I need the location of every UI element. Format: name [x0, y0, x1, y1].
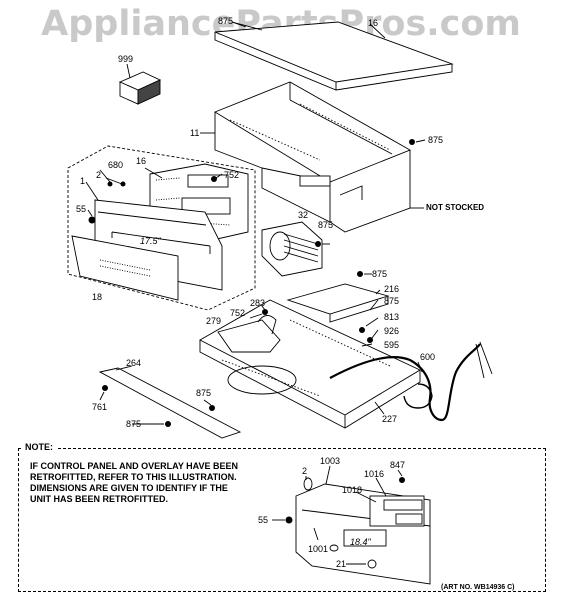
label-875-top: 875 — [218, 16, 234, 26]
note-label-847: 847 — [390, 460, 406, 470]
note-line: IF CONTROL PANEL AND OVERLAY HAVE BEEN — [30, 461, 239, 471]
dimension-17-5: 17.5" — [140, 236, 161, 246]
note-label-1001: 1001 — [308, 544, 329, 554]
note-label-2: 2 — [302, 466, 308, 476]
note-label-55: 55 — [258, 515, 269, 525]
label-264: 264 — [126, 358, 142, 368]
note-text: IF CONTROL PANEL AND OVERLAY HAVE BEEN R… — [30, 461, 280, 505]
label-595: 595 — [384, 340, 400, 350]
label-680: 680 — [108, 160, 124, 170]
overlay-part — [71, 235, 179, 301]
label-11: 11 — [190, 128, 200, 138]
label-999: 999 — [118, 54, 134, 64]
label-761: 761 — [92, 402, 108, 412]
label-55: 55 — [76, 204, 87, 214]
label-875-bottom-left: 875 — [196, 388, 212, 398]
label-279: 279 — [206, 316, 222, 326]
label-875-bottom: 875 — [126, 419, 142, 429]
note-box — [18, 448, 546, 592]
bracket-part — [286, 283, 390, 315]
front-trim-part — [98, 367, 242, 439]
note-line: DIMENSIONS ARE GIVEN TO IDENTIFY IF THE — [30, 483, 228, 493]
note-label-1003: 1003 — [320, 456, 341, 466]
label-1: 1 — [80, 176, 86, 186]
package-box-part — [118, 63, 162, 105]
label-875-mid: 875 — [318, 220, 334, 230]
label-875-right-1: 875 — [428, 135, 444, 145]
label-16: 16 — [136, 156, 147, 166]
label-875-right-2: 875 — [372, 269, 388, 279]
label-875-right-3: 875 — [384, 296, 400, 306]
control-assembly-outline — [67, 145, 256, 311]
air-duct-part — [217, 319, 281, 353]
art-number: (ART NO. WB14936 C) — [441, 584, 515, 591]
note-label-1016: 1016 — [364, 469, 385, 479]
top-cover-part — [214, 21, 454, 83]
note-label-21: 21 — [336, 559, 347, 569]
label-not-stocked: NOT STOCKED — [426, 203, 485, 212]
label-18: 18 — [92, 292, 103, 302]
cooling-fan-part — [261, 221, 323, 277]
label-752-b: 752 — [230, 308, 246, 318]
oven-body-part — [200, 81, 412, 233]
label-813: 813 — [384, 312, 400, 322]
label-32: 32 — [298, 210, 309, 220]
note-title: NOTE: — [22, 442, 56, 452]
label-16-top: 16 — [368, 18, 379, 28]
note-dimension-18-4: 18.4" — [350, 537, 371, 547]
note-line: RETROFITTED, REFER TO THIS ILLUSTRATION. — [30, 472, 237, 482]
note-line: UNIT HAS BEEN RETROFITTED. — [30, 494, 169, 504]
label-926: 926 — [384, 326, 400, 336]
label-752-a: 752 — [224, 170, 240, 180]
label-227: 227 — [382, 414, 398, 424]
label-2: 2 — [96, 170, 102, 180]
retrofit-control-panel-part — [295, 477, 431, 585]
label-216: 216 — [384, 284, 400, 294]
note-label-1018: 1018 — [342, 485, 363, 495]
label-600: 600 — [420, 352, 436, 362]
label-283: 283 — [250, 298, 266, 308]
wire-harness-part — [329, 343, 481, 422]
